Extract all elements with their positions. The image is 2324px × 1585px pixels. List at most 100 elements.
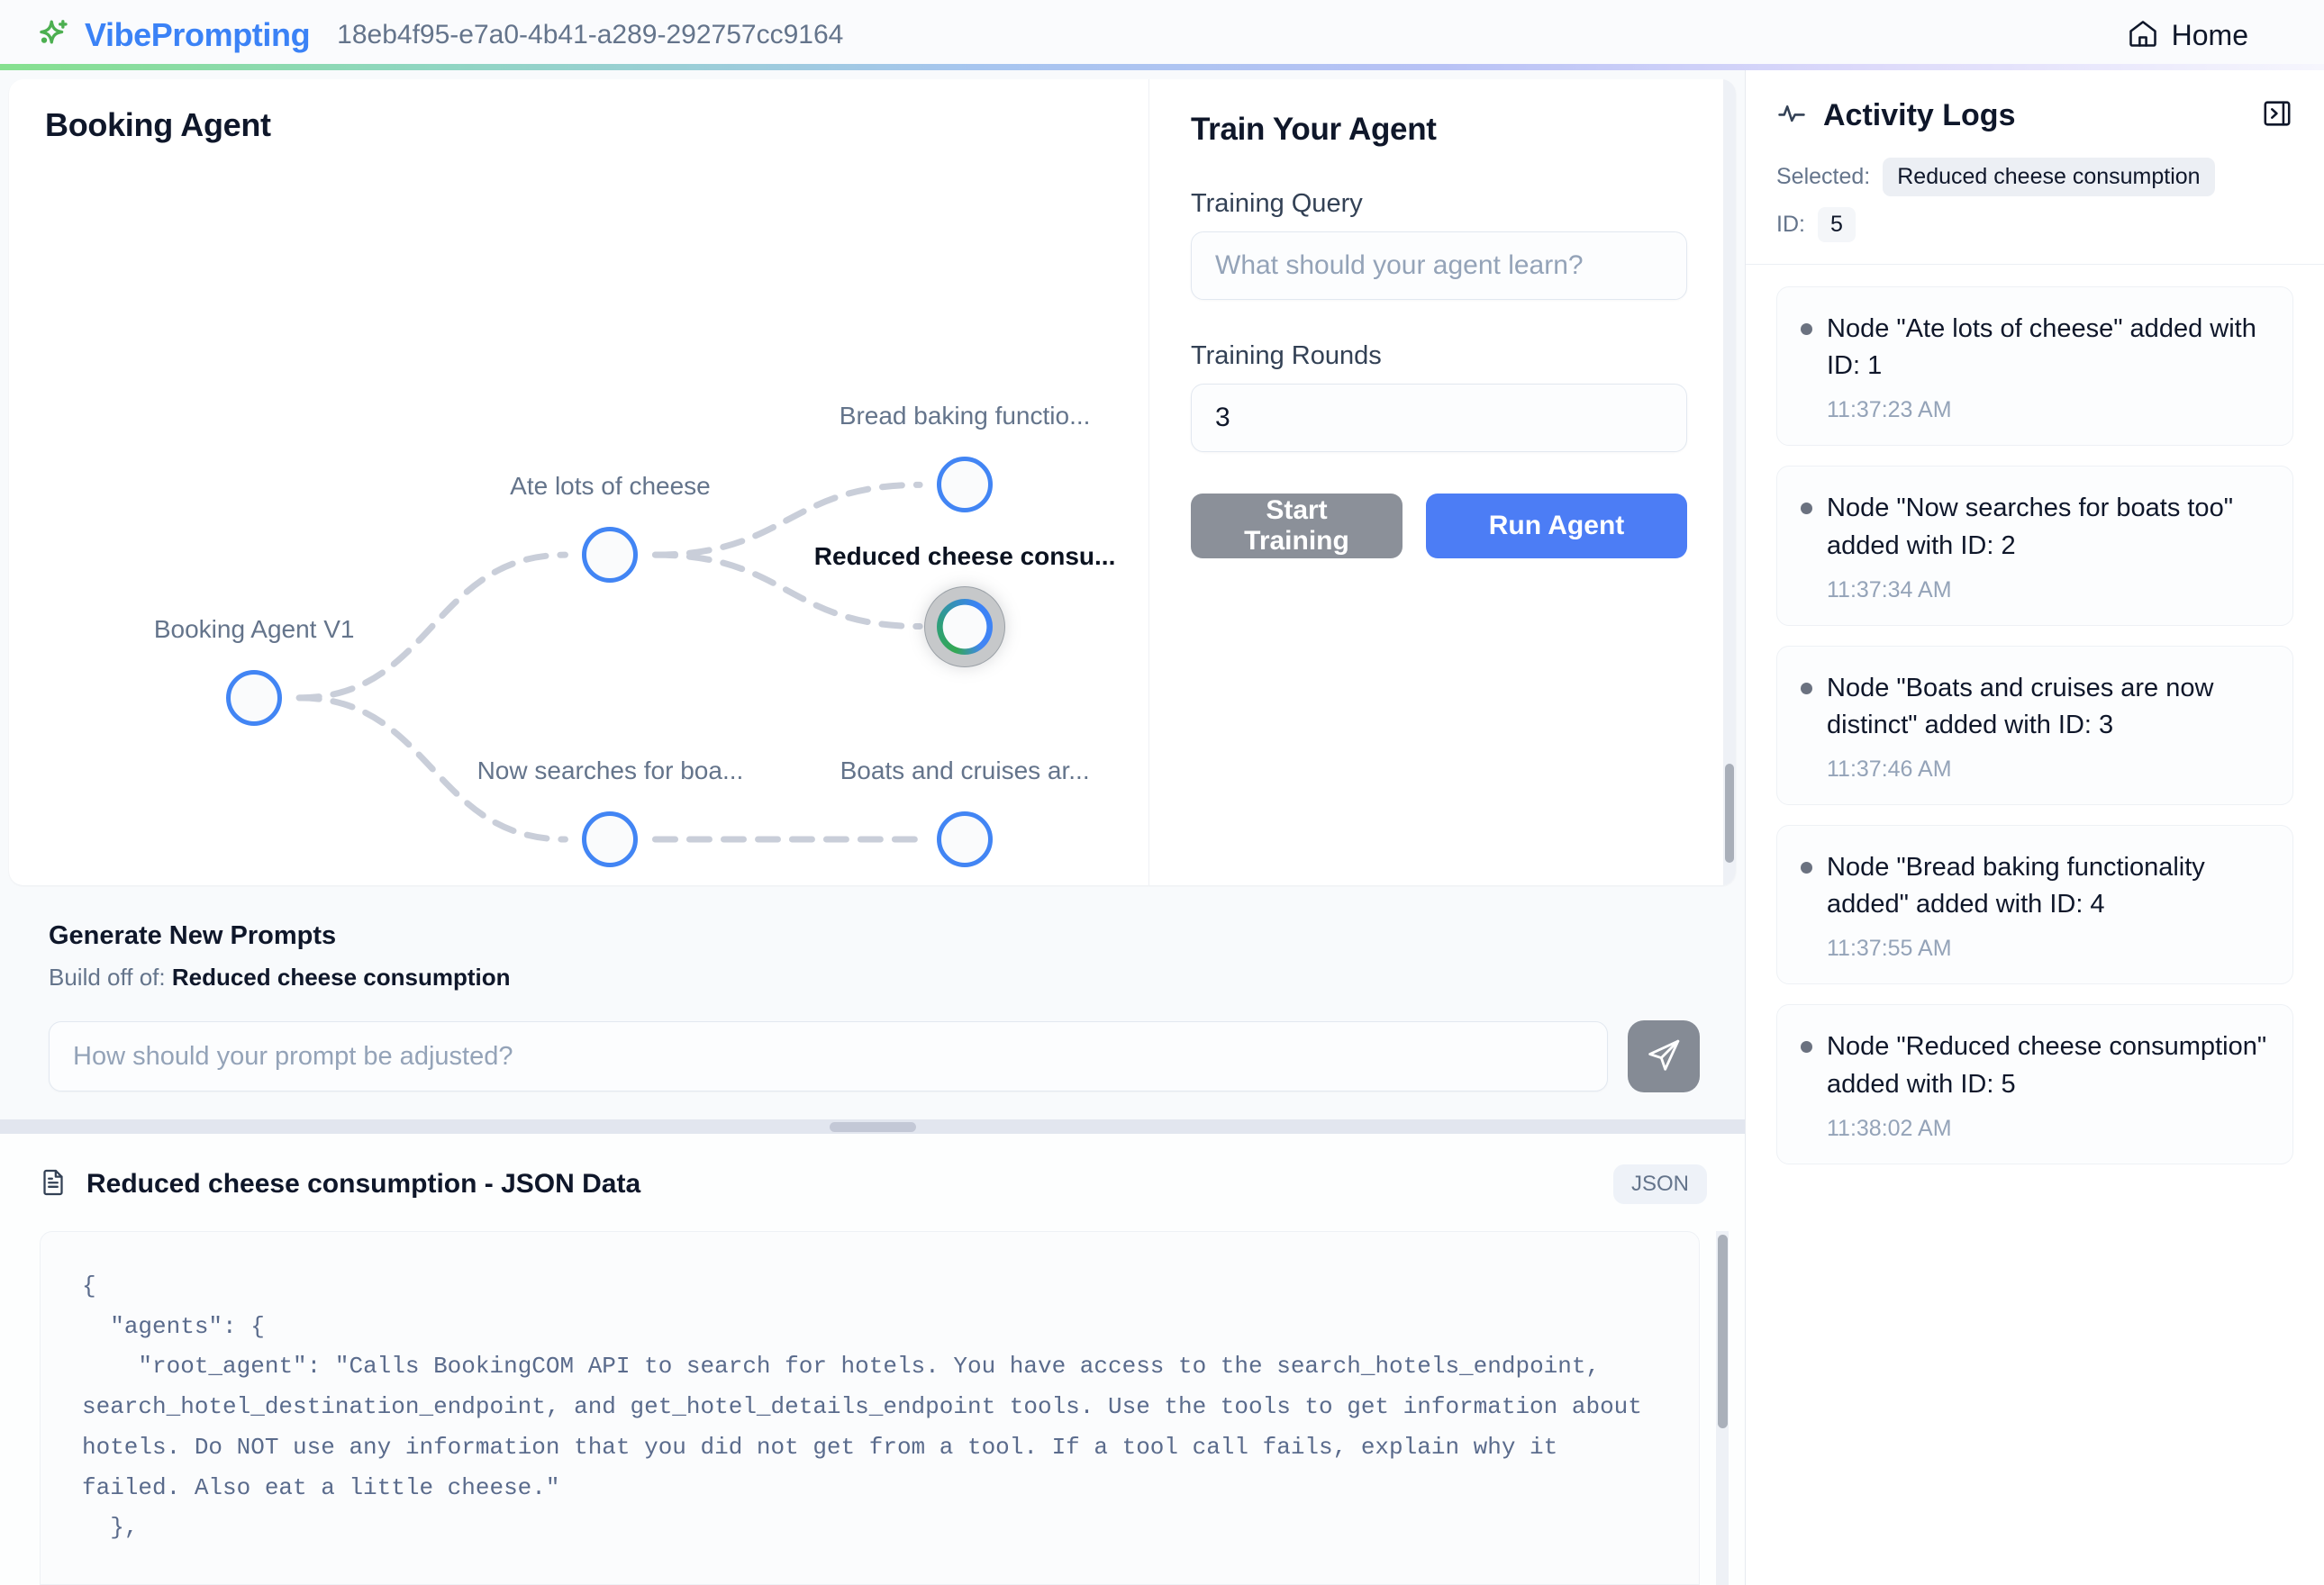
log-message: Node "Boats and cruises are now distinct… [1827, 673, 2214, 739]
brand[interactable]: VibePrompting 18eb4f95-e7a0-4b41-a289-29… [34, 16, 843, 54]
log-timestamp: 11:38:02 AM [1827, 1115, 1952, 1141]
json-body-wrap: { "agents": { "root_agent": "Calls Booki… [0, 1231, 1745, 1585]
graph-node-label: Booking Agent V1 [153, 614, 355, 643]
log-item-body: Node "Bread baking functionality added" … [1827, 849, 2269, 962]
graph-node[interactable] [937, 457, 994, 513]
train-agent-panel: Train Your Agent Training Query Training… [1148, 79, 1723, 885]
log-item-body: Node "Now searches for boats too" added … [1827, 490, 2269, 602]
id-label: ID: [1776, 212, 1805, 237]
graph-node[interactable] [582, 527, 639, 584]
log-bullet-icon [1801, 503, 1812, 515]
generate-prompts-panel: Generate New Prompts Build off of: Reduc… [9, 889, 1736, 1119]
graph-card: Booking Agent Booking Agent V1 Ate lots o… [9, 79, 1736, 885]
log-bullet-icon [1801, 862, 1812, 874]
log-item-body: Node "Boats and cruises are now distinct… [1827, 670, 2269, 783]
log-item-body: Node "Reduced cheese consumption" added … [1827, 1028, 2269, 1141]
activity-log-item[interactable]: Node "Reduced cheese consumption" added … [1776, 1004, 2293, 1164]
brand-name: VibePrompting [85, 16, 311, 53]
json-scrollbar-thumb[interactable] [1718, 1235, 1728, 1428]
build-off-prefix: Build off of: [49, 964, 172, 991]
log-timestamp: 11:37:55 AM [1827, 936, 1952, 962]
graph-edges [295, 481, 923, 843]
log-timestamp: 11:37:46 AM [1827, 756, 1952, 783]
graph-edge [295, 694, 568, 843]
agent-graph[interactable]: Booking Agent V1 Ate lots of cheese Bread … [9, 79, 1148, 885]
graph-edge [295, 551, 568, 702]
log-bullet-icon [1801, 682, 1812, 694]
selected-id-chip: 5 [1817, 207, 1856, 242]
log-message: Node "Reduced cheese consumption" added … [1827, 1032, 2267, 1099]
json-data-panel: Reduced cheese consumption - JSON Data J… [0, 1134, 1745, 1585]
graph-node[interactable] [582, 811, 639, 868]
activity-log-item[interactable]: Node "Boats and cruises are now distinct… [1776, 645, 2293, 806]
left-column: Booking Agent Booking Agent V1 Ate lots o… [0, 70, 1745, 1585]
graph-node[interactable] [226, 669, 283, 726]
json-panel-header: Reduced cheese consumption - JSON Data J… [0, 1164, 1745, 1204]
json-panel-title: Reduced cheese consumption - JSON Data [86, 1169, 641, 1199]
selected-id-row: ID: 5 [1776, 207, 2293, 242]
activity-logs-header: Activity Logs Selected: Reduced cheese c… [1746, 70, 2324, 264]
prompt-adjust-input[interactable] [49, 1021, 1608, 1091]
graph-edge [651, 481, 923, 558]
log-message: Node "Ate lots of cheese" added with ID:… [1827, 314, 2256, 381]
train-button-row: Start Training Run Agent [1191, 494, 1687, 558]
activity-logs-title: Activity Logs [1823, 98, 2016, 132]
json-code-block[interactable]: { "agents": { "root_agent": "Calls Booki… [40, 1231, 1700, 1585]
header-right: Home [2127, 17, 2290, 54]
send-icon [1646, 1037, 1682, 1076]
graph-node[interactable] [937, 811, 994, 868]
graph-node-selected[interactable] [937, 598, 994, 655]
run-agent-button[interactable]: Run Agent [1426, 494, 1687, 558]
log-message: Node "Now searches for boats too" added … [1827, 494, 2233, 560]
graph-edge [651, 551, 923, 629]
panel-resize-handle[interactable] [0, 1119, 1745, 1134]
json-scrollbar[interactable] [1716, 1231, 1729, 1585]
main-body: Booking Agent Booking Agent V1 Ate lots o… [0, 70, 2324, 1585]
home-icon [2127, 17, 2159, 54]
panel-resize-grip[interactable] [829, 1122, 916, 1132]
log-item-body: Node "Ate lots of cheese" added with ID:… [1827, 311, 2269, 423]
start-training-button[interactable]: Start Training [1191, 494, 1403, 558]
generate-input-row [49, 1020, 1700, 1092]
activity-logs-panel: Activity Logs Selected: Reduced cheese c… [1745, 70, 2324, 1585]
page-title: Booking Agent [45, 106, 271, 143]
graph-node-label: Reduced cheese consu... [813, 541, 1116, 570]
generate-prompts-title: Generate New Prompts [49, 921, 337, 950]
log-bullet-icon [1801, 1041, 1812, 1054]
activity-logs-title-row: Activity Logs [1776, 97, 2293, 134]
graph-scrollbar[interactable] [1723, 79, 1736, 885]
graph-pane[interactable]: Booking Agent Booking Agent V1 Ate lots o… [9, 79, 1148, 885]
training-rounds-input[interactable] [1191, 384, 1687, 452]
training-rounds-label: Training Rounds [1191, 341, 1382, 370]
train-panel-title: Train Your Agent [1191, 112, 1437, 147]
selected-node-row: Selected: Reduced cheese consumption [1776, 158, 2293, 196]
activity-logs-list: Node "Ate lots of cheese" added with ID:… [1746, 265, 2324, 1182]
home-button[interactable]: Home [2127, 17, 2248, 54]
graph-node-label: Ate lots of cheese [510, 471, 711, 500]
activity-log-item[interactable]: Node "Ate lots of cheese" added with ID:… [1776, 286, 2293, 447]
panel-collapse-right-icon[interactable] [2261, 97, 2293, 134]
graph-node-label: Boats and cruises ar... [840, 756, 1090, 784]
training-query-input[interactable] [1191, 231, 1687, 300]
header-gradient-bar [0, 64, 2324, 70]
log-bullet-icon [1801, 323, 1812, 335]
activity-pulse-icon [1776, 98, 1807, 133]
build-off-target: Reduced cheese consumption [171, 964, 511, 991]
send-prompt-button[interactable] [1628, 1020, 1700, 1092]
selected-label: Selected: [1776, 164, 1871, 189]
graph-node-label: Now searches for boa... [477, 756, 744, 784]
logs-divider [1746, 264, 2324, 265]
log-timestamp: 11:37:34 AM [1827, 576, 1952, 602]
activity-log-item[interactable]: Node "Now searches for boats too" added … [1776, 466, 2293, 626]
json-format-badge: JSON [1612, 1164, 1707, 1204]
training-query-label: Training Query [1191, 189, 1363, 218]
graph-node-label: Bread baking functio... [839, 402, 1091, 430]
home-label: Home [2171, 18, 2248, 51]
graph-scrollbar-thumb[interactable] [1725, 764, 1734, 863]
document-icon [38, 1167, 68, 1202]
selected-node-chip: Reduced cheese consumption [1883, 158, 2215, 196]
build-off-of-line: Build off of: Reduced cheese consumption [49, 964, 1700, 992]
activity-log-item[interactable]: Node "Bread baking functionality added" … [1776, 825, 2293, 985]
sparkles-icon [34, 16, 72, 54]
